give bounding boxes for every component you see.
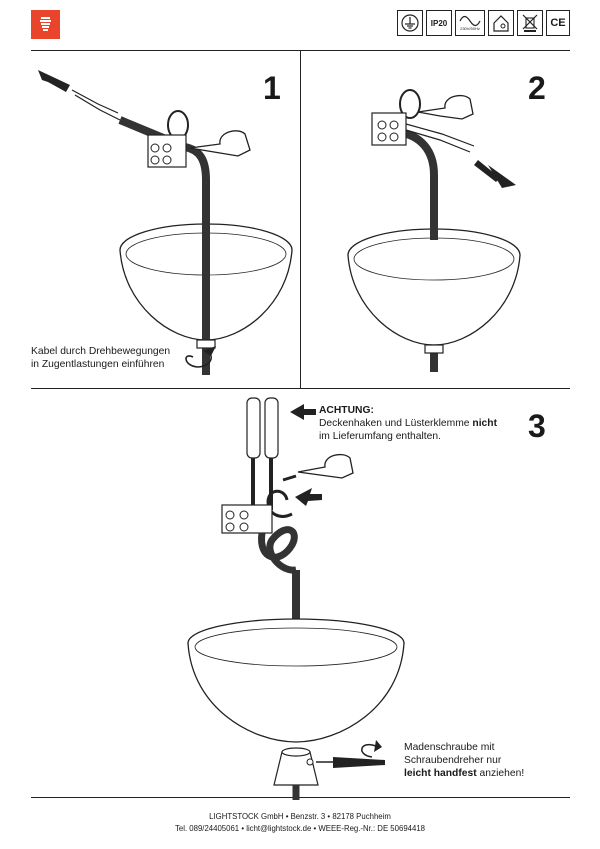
warning-line2: im Lieferumfang enthalten. — [319, 431, 441, 442]
step-1-caption-line1: Kabel durch Drehbewegungen — [31, 346, 171, 357]
ip-rating-badge: IP20 — [426, 10, 452, 36]
step-3-rotate-icon — [361, 743, 377, 758]
warning-title: ACHTUNG: — [319, 405, 374, 416]
step-3-shade-body — [187, 642, 405, 743]
footer-address: LIGHTSTOCK GmbH • Benzstr. 3 • 82178 Puc… — [209, 812, 391, 821]
step-2-terminal-block — [371, 112, 407, 146]
panel-divider-horizontal — [31, 388, 570, 389]
step-3-cable-loop — [258, 526, 298, 574]
weee-bin-icon — [517, 10, 543, 36]
footer-contact: Tel. 089/24405061 • licht@lightstock.de … — [174, 824, 425, 833]
ip-rating-label: IP20 — [430, 18, 448, 28]
ce-mark: CE — [546, 10, 570, 36]
step-3-cable-arrow — [290, 404, 316, 420]
screw-note-line1: Madenschraube mit — [404, 742, 495, 753]
screw-note-line2: Schraubendreher nur — [404, 755, 502, 766]
screw-note-bold: leicht handfest — [404, 768, 477, 779]
ce-label: CE — [550, 17, 566, 29]
step-1-pull-arrow — [38, 70, 70, 92]
panel-divider-vertical — [300, 50, 301, 388]
step-3-cable-grip — [273, 751, 319, 786]
warning-line1-text: Deckenhaken und Lüsterklemme — [319, 418, 473, 429]
voltage-badge: 230V/50Hz — [455, 10, 485, 36]
screw-note-line3: anziehen! — [476, 768, 525, 779]
step-3-ceiling-hook — [266, 489, 293, 518]
step-3-screw-note: Madenschraube mit Schraubendreher nur le… — [404, 741, 524, 780]
footer-divider — [31, 797, 570, 798]
warning-line1-bold: nicht — [472, 418, 498, 429]
protection-class-icon — [397, 10, 423, 36]
step-3-hook-arrow — [295, 488, 322, 506]
step-3-set-screw — [306, 758, 314, 766]
step-3-warning: ACHTUNG: Deckenhaken und Lüsterklemme ni… — [319, 404, 497, 443]
voltage-label: 230V/50Hz — [460, 25, 480, 31]
indoor-use-icon — [488, 10, 514, 36]
step-1-caption-line2: in Zugentlastungen einführen — [31, 359, 165, 370]
brand-logo — [31, 10, 60, 39]
step-2-pointing-hand — [417, 94, 474, 120]
step-3-ceiling-wire-right — [264, 397, 279, 459]
step-3-number: 3 — [528, 408, 546, 444]
step-2-number: 2 — [528, 70, 546, 106]
step-3-pointing-hand — [297, 453, 354, 479]
step-2-pull-arrow — [488, 165, 516, 188]
step-2-ceiling-hook — [399, 89, 421, 119]
step-1-caption: Kabel durch Drehbewegungen in Zugentlast… — [31, 345, 170, 371]
step-1-pointing-hand — [189, 130, 251, 157]
step-3-ceiling-wire-left — [246, 397, 261, 459]
step-3-screwdriver — [333, 757, 385, 768]
bulb-icon — [40, 17, 51, 31]
step-1-number: 1 — [263, 70, 281, 106]
